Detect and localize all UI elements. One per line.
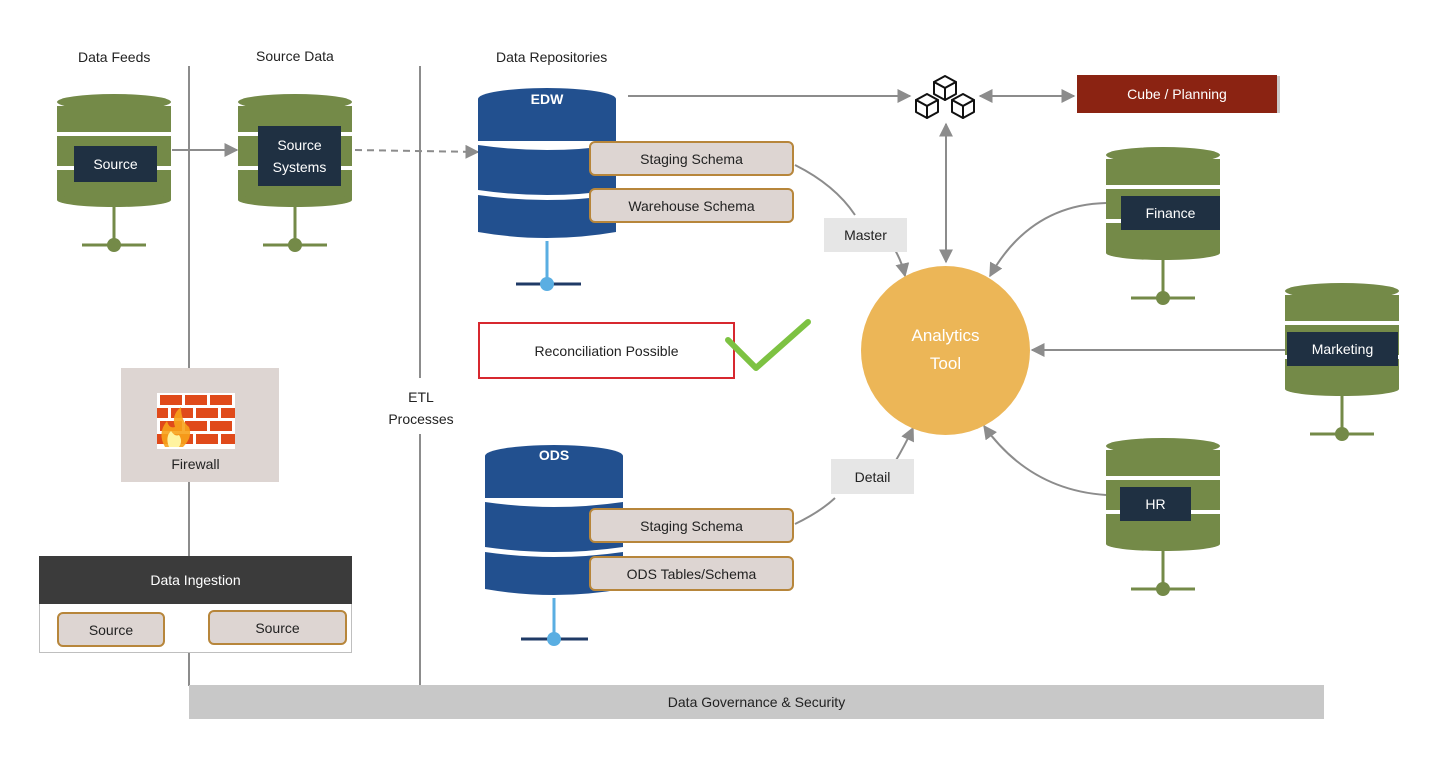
ingestion-source-b: Source [208,610,347,645]
cube-planning-box: Cube / Planning [1077,75,1277,113]
firewall-label: Firewall [171,456,220,472]
arrow-staging-master [794,164,856,216]
marketing-label: Marketing [1287,332,1398,366]
arrow-hr-analytics [983,424,1107,496]
ingestion-title: Data Ingestion [39,556,352,604]
governance-bar: Data Governance & Security [189,685,1324,719]
finance-label: Finance [1121,196,1220,230]
analytics-tool-label: Analytics Tool [911,326,980,373]
edw-title: EDW [530,91,564,107]
master-label: Master [824,218,907,252]
ods-database-icon [485,445,623,646]
detail-label: Detail [831,459,914,494]
etl-label: ETL Processes [380,386,462,430]
ods-staging-schema: Staging Schema [589,508,794,543]
hr-label: HR [1120,487,1191,521]
header-data-feeds: Data Feeds [78,49,151,65]
ingestion-source-a: Source [57,612,165,647]
header-source-data: Source Data [256,48,334,64]
reconciliation-box: Reconciliation Possible [478,322,735,379]
arrow-systems-to-edw [354,144,480,159]
analytics-tool-circle [861,266,1030,435]
edw-database-icon [478,88,616,291]
edw-staging-schema: Staging Schema [589,141,794,176]
source-systems-label: Source Systems [258,126,341,186]
check-icon [725,319,811,371]
edw-warehouse-schema: Warehouse Schema [589,188,794,223]
ods-tables-schema: ODS Tables/Schema [589,556,794,591]
source-feed-label: Source [74,146,157,182]
arrow-finance-analytics [989,202,1107,278]
ods-title: ODS [538,447,570,463]
arrow-master-analytics [894,249,910,278]
arrow-ods-detail [794,497,836,525]
cubes-icon [915,75,975,119]
firewall-icon [157,393,235,449]
arrow-detail-analytics [894,426,914,463]
header-data-repositories: Data Repositories [496,49,608,65]
